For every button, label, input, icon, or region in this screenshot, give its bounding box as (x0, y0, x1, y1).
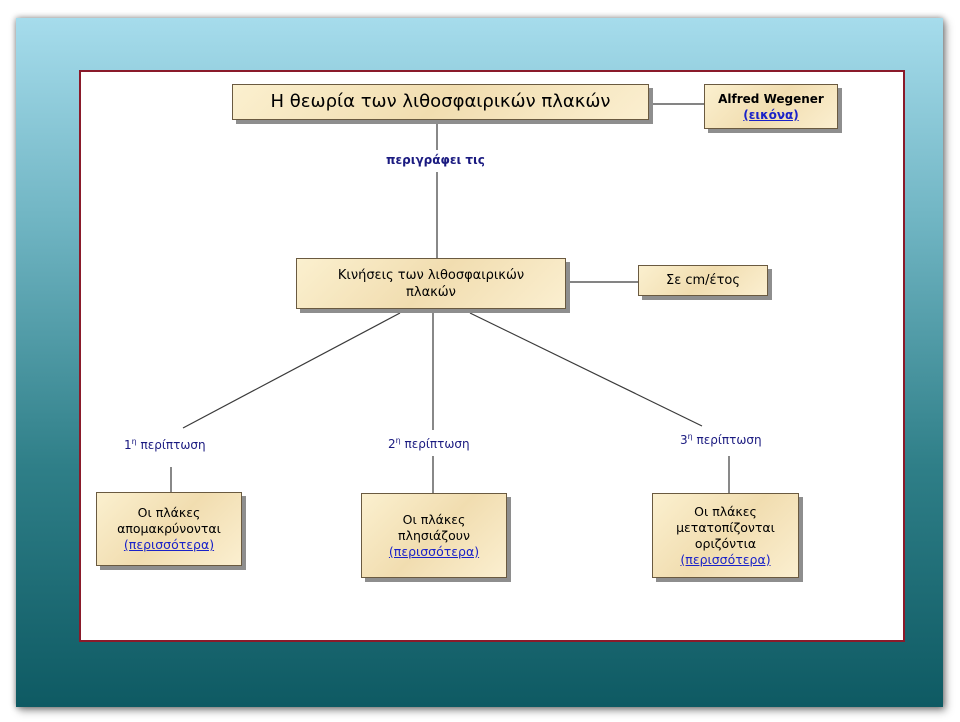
case-1-box: Οι πλάκες απομακρύνονται (περισσότερα) (96, 492, 242, 566)
author-name: Alfred Wegener (718, 91, 824, 106)
case-2-more-link[interactable]: (περισσότερα) (388, 543, 480, 559)
case-1-line2: απομακρύνονται (117, 521, 221, 536)
speed-node: Σε cm/έτος (638, 265, 768, 296)
root-node: Η θεωρία των λιθοσφαιρικών πλακών (232, 84, 649, 120)
case-1-line1: Οι πλάκες (137, 505, 201, 520)
case-3-label: 3η περίπτωση (680, 432, 762, 447)
case-3-box: Οι πλάκες μετατοπίζονται οριζόντια (περι… (652, 493, 799, 578)
case-3-line1: Οι πλάκες (694, 503, 757, 519)
case-3-more-link[interactable]: (περισσότερα) (680, 551, 771, 567)
root-title: Η θεωρία των λιθοσφαιρικών πλακών (270, 91, 611, 112)
center-title-line2: πλακών (406, 284, 456, 300)
speed-text: Σε cm/έτος (665, 273, 740, 288)
case-3-line2: μετατοπίζονται (676, 519, 775, 535)
center-title-line1: Κινήσεις των λιθοσφαιρικών (337, 267, 525, 283)
case-2-box: Οι πλάκες πλησιάζουν (περισσότερα) (361, 493, 507, 578)
author-node: Alfred Wegener (εικόνα) (704, 84, 838, 129)
relation-label: περιγράφει τις (386, 153, 485, 167)
case-2-label: 2η περίπτωση (388, 436, 470, 451)
center-node: Κινήσεις των λιθοσφαιρικών πλακών (296, 258, 566, 309)
case-1-label: 1η περίπτωση (124, 437, 206, 452)
case-3-line3: οριζόντια (694, 535, 757, 551)
author-image-link[interactable]: (εικόνα) (743, 107, 799, 122)
case-2-line2: πλησιάζουν (398, 527, 470, 543)
case-1-more-link[interactable]: (περισσότερα) (123, 537, 215, 552)
case-2-line1: Οι πλάκες (402, 511, 466, 527)
